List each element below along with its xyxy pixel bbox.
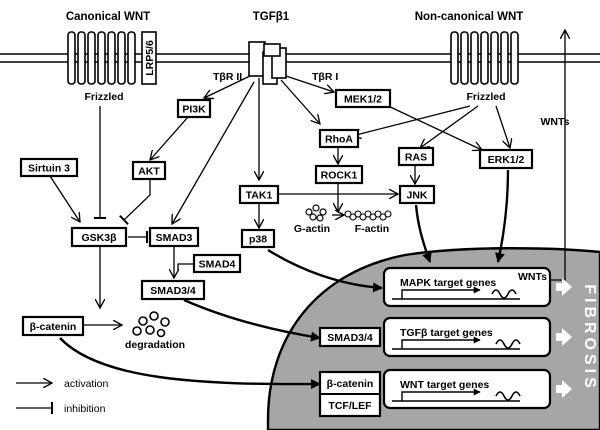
- node-rock1: ROCK1: [314, 164, 364, 185]
- canonical-frizzled-receptor: [67, 31, 136, 85]
- smad3-label: SMAD3: [156, 232, 193, 244]
- wnts-secreted-label: WNTs: [541, 116, 570, 128]
- legend-inhibition-label: inhibition: [64, 403, 106, 415]
- arrow-jnk-mapk: [414, 204, 432, 263]
- inhibit-akt-gsk3b: [119, 180, 151, 226]
- node-jnk: JNK: [398, 184, 436, 205]
- node-smad3: SMAD3: [148, 226, 200, 248]
- pathway-arrows: [49, 30, 565, 390]
- arrow-tbr2-pi3k: [204, 75, 251, 98]
- p38-label: p38: [249, 234, 267, 246]
- tgfb-receptor-complex: [248, 41, 287, 85]
- gsk3b-label: GSK3β: [81, 232, 117, 244]
- f-actin-label: F-actin: [355, 223, 389, 235]
- arrow-tbr1-mek: [285, 75, 334, 92]
- fibrosis-arrows: [556, 278, 572, 398]
- tbr1-label: TβR I: [312, 71, 338, 83]
- nucleus-smad34: SMAD3/4: [318, 326, 382, 348]
- noncanonical-frizzled-receptor: [450, 31, 519, 85]
- noncanonical-wnt-title: Non-canonical WNT: [415, 11, 524, 23]
- tbr2-label: TβR II: [213, 71, 242, 83]
- node-tak1: TAK1: [238, 184, 280, 205]
- node-rhoa: RhoA: [318, 128, 360, 149]
- lrp56-label: LRP5/6: [144, 40, 156, 76]
- mapk-genes-label: MAPK target genes: [400, 277, 496, 289]
- node-erk12: ERK1/2: [478, 148, 534, 170]
- legend-activation-label: activation: [64, 378, 109, 390]
- fibrosis-arrow-3: [556, 380, 572, 398]
- arrow-frizzled-ras: [420, 105, 479, 148]
- mek12-label: MEK1/2: [344, 94, 382, 106]
- fibrosis-label: FIBROSIS: [581, 284, 598, 392]
- gene-mapk: MAPK target genes WNTs: [382, 266, 552, 308]
- bcatenin-label: β-catenin: [30, 321, 77, 333]
- degradation-label: degradation: [125, 339, 185, 351]
- wnt-genes-label: WNT target genes: [400, 379, 489, 391]
- gene-wnt: WNT target genes: [382, 368, 552, 410]
- lrp56-coreceptor: LRP5/6: [141, 31, 157, 85]
- arrow-bcatenin-nucleus: [59, 337, 321, 390]
- dna-helix-icon: [495, 391, 521, 401]
- akt-label: AKT: [138, 166, 160, 178]
- pi3k-label: PI3K: [182, 104, 206, 116]
- node-p38: p38: [240, 228, 276, 249]
- frizzled-left-label: Frizzled: [84, 91, 123, 103]
- erk12-label: ERK1/2: [488, 154, 525, 166]
- gene-tgfb: TGFβ target genes: [382, 316, 552, 358]
- arrow-mek-erk: [385, 104, 482, 150]
- f-actin-filament: [344, 210, 392, 221]
- node-sirtuin3: Sirtuin 3: [19, 157, 79, 178]
- g-actin-label: G-actin: [294, 223, 330, 235]
- g-actin-monomers: [305, 204, 327, 222]
- degradation-particles: [132, 311, 170, 338]
- arrow-frizzled-rhoa: [352, 105, 471, 136]
- node-akt: AKT: [131, 160, 167, 181]
- tcf-lef-label: TCF/LEF: [328, 400, 372, 412]
- arrow-frizzled-erk: [495, 105, 510, 148]
- node-ras: RAS: [397, 146, 435, 167]
- rhoa-label: RhoA: [325, 134, 353, 146]
- node-mek12: MEK1/2: [334, 88, 392, 109]
- tgfb-genes-label: TGFβ target genes: [400, 327, 493, 339]
- dna-helix-icon: [491, 289, 517, 299]
- arrow-sirtuin3-gsk3b: [49, 175, 80, 222]
- arrow-tbr2-smad3: [172, 81, 255, 224]
- tak1-label: TAK1: [246, 190, 273, 202]
- arrow-pi3k-akt: [150, 116, 189, 160]
- legend: activation inhibition: [16, 378, 109, 415]
- nucleus-bcatenin-tcf: β-catenin TCF/LEF: [318, 370, 382, 418]
- node-smad4: SMAD4: [192, 253, 242, 274]
- wnts-gene-label: WNTs: [518, 271, 547, 283]
- smad4-joining: [177, 263, 193, 270]
- nucleus-smad34-label: SMAD3/4: [327, 332, 373, 344]
- tgfb1-title: TGFβ1: [253, 11, 290, 23]
- arrow-smad34-nucleus: [183, 298, 321, 342]
- rock1-label: ROCK1: [321, 170, 358, 182]
- sirtuin3-label: Sirtuin 3: [28, 163, 70, 175]
- node-smad34: SMAD3/4: [140, 279, 206, 301]
- nucleus-bcatenin-label: β-catenin: [327, 378, 374, 390]
- arrow-p38-mapk: [267, 248, 383, 293]
- node-pi3k: PI3K: [176, 98, 212, 119]
- node-bcatenin: β-catenin: [21, 315, 85, 337]
- smad34-label: SMAD3/4: [150, 285, 196, 297]
- dna-helix-icon: [495, 339, 521, 349]
- fibrosis-arrow-2: [556, 328, 572, 346]
- ras-label: RAS: [405, 152, 427, 164]
- arrow-erk-mapk: [495, 169, 510, 263]
- frizzled-right-label: Frizzled: [466, 91, 505, 103]
- arrow-wnts-secreted: [545, 30, 565, 281]
- jnk-label: JNK: [406, 190, 427, 202]
- canonical-wnt-title: Canonical WNT: [66, 11, 150, 23]
- smad4-label: SMAD4: [199, 259, 236, 271]
- arrow-tbr1-rhoa: [280, 79, 320, 124]
- node-gsk3b: GSK3β: [70, 226, 128, 248]
- fibrosis-arrow-1: [556, 278, 572, 296]
